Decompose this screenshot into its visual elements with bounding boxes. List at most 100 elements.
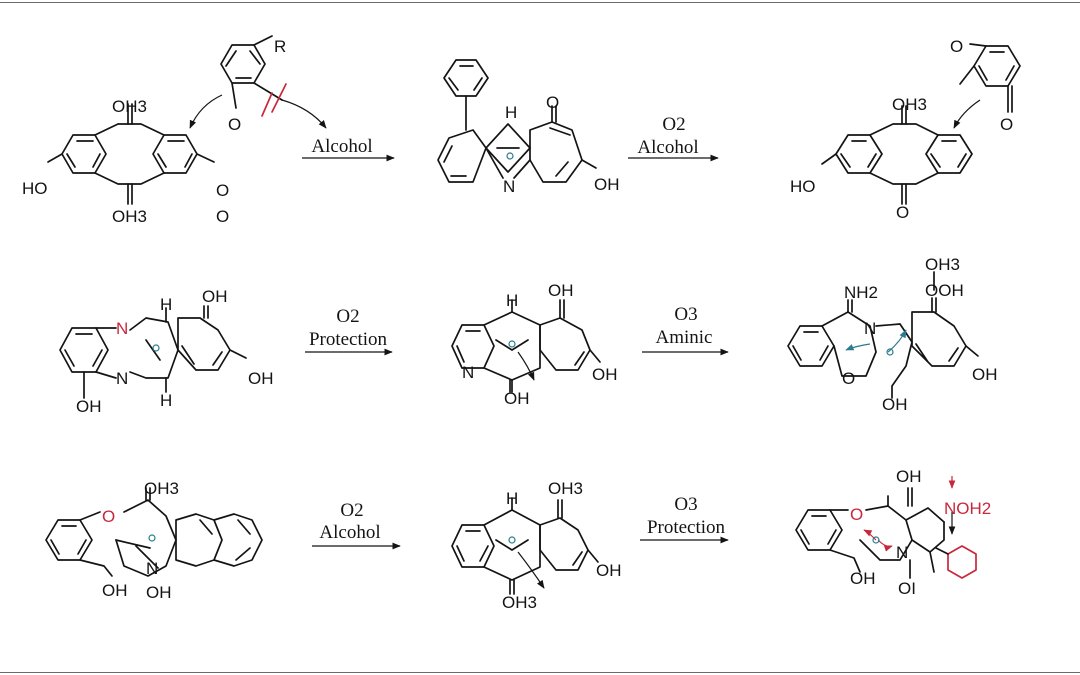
bond-ring	[483, 311, 541, 381]
atom-label: OH	[504, 389, 530, 408]
bond	[581, 159, 597, 169]
bond-ring	[220, 44, 266, 84]
molecule-r3-3	[795, 476, 977, 579]
cyclohexyl-ring	[947, 545, 977, 579]
atom-label: N	[116, 319, 128, 338]
atom-label: O	[1000, 115, 1013, 134]
reagent-label: O3	[674, 494, 697, 515]
curved-arrow	[517, 351, 535, 381]
curved-arrow-red	[863, 529, 877, 541]
atom-label: H	[505, 103, 517, 122]
atom-label: H	[506, 291, 518, 310]
bond-ring	[529, 121, 583, 183]
bond	[959, 43, 1013, 113]
atom-label: O	[850, 505, 863, 524]
atom-label: OH	[76, 397, 102, 416]
bond-ring	[869, 123, 939, 185]
atom-label: O	[102, 507, 115, 526]
bond-ring	[833, 311, 877, 377]
bond-ring	[61, 134, 107, 174]
atom-label: O	[896, 203, 909, 222]
atom-label: OH3	[892, 95, 927, 114]
atom-label: O	[228, 115, 241, 134]
bond	[127, 103, 133, 205]
atom-label: OH3	[144, 479, 179, 498]
bond-ring	[973, 45, 1021, 87]
bond-ring	[451, 524, 495, 568]
bond-ring	[925, 134, 973, 174]
bond	[229, 349, 247, 359]
reagent-label: Aminic	[656, 327, 713, 348]
atom-label: O	[216, 207, 229, 226]
atom-label: OH	[596, 561, 622, 580]
atom-label: OH3	[548, 479, 583, 498]
atom-label: OH	[592, 365, 618, 384]
atom-label: OH	[972, 365, 998, 384]
curved-arrow	[281, 99, 327, 129]
bond-ring	[94, 123, 165, 185]
molecule-r1-1	[47, 35, 327, 205]
atom-label: OOH	[925, 281, 964, 300]
atom-label: O	[950, 37, 963, 56]
atom-label: OH3	[502, 593, 537, 612]
curved-arrow-teal	[845, 343, 871, 351]
reagent-label: Protection	[647, 517, 726, 538]
bond-ring	[451, 324, 495, 369]
atom-label: N	[896, 543, 908, 562]
top-border	[0, 2, 1080, 3]
atom-label: OH	[248, 369, 274, 388]
reagent-label: Alcohol	[637, 137, 698, 158]
molecule-r2-3	[787, 271, 979, 399]
curved-arrow-teal	[887, 329, 907, 353]
bond-ring	[795, 509, 843, 551]
atom-label: O	[216, 181, 229, 200]
bond-ring	[59, 327, 109, 373]
reagent-label: Alcohol	[319, 522, 380, 543]
atom-label: OH	[548, 281, 574, 300]
bond-ring	[485, 123, 531, 173]
atom-label: HO	[790, 177, 816, 196]
bottom-border	[0, 672, 1080, 673]
ring-center-mark	[508, 536, 516, 544]
bond	[935, 547, 949, 555]
ring-center-mark	[506, 152, 514, 160]
molecule-r3-1	[45, 487, 263, 577]
bond-ring	[177, 305, 231, 371]
bond-ring	[539, 299, 591, 371]
bond-ring	[115, 499, 177, 577]
atom-label: H	[160, 295, 172, 314]
bond-ring	[45, 519, 93, 561]
atom-label: R	[274, 37, 286, 56]
molecule-r2-1	[59, 305, 247, 399]
molecule-r1-3	[821, 43, 1021, 205]
atom-label: OH3	[112, 207, 147, 226]
bond-ring	[437, 129, 487, 183]
bond	[145, 487, 151, 501]
curved-arrow	[953, 99, 981, 129]
bond	[901, 105, 907, 205]
bond	[887, 487, 945, 523]
reagent-label: O2	[336, 306, 359, 327]
bond	[485, 147, 531, 179]
bond-ring	[129, 317, 179, 379]
atom-label: OH	[146, 583, 172, 602]
atom-label: OH	[896, 467, 922, 486]
atom-label: NH2	[844, 283, 878, 302]
ring-center-mark	[872, 536, 880, 544]
atom-label: OH3	[925, 255, 960, 274]
bond	[829, 509, 861, 573]
reagent-label: O2	[662, 114, 685, 135]
bond-ring	[911, 311, 967, 367]
bond	[821, 299, 853, 327]
bond	[875, 323, 913, 399]
molecule-r2-2	[451, 299, 601, 393]
atom-label: N	[462, 363, 474, 382]
bond	[115, 539, 159, 569]
atom-label: N	[146, 559, 158, 578]
molecule-r3-2	[451, 497, 599, 595]
atom-label: NOH2	[944, 499, 991, 518]
ring-center-mark	[152, 344, 160, 352]
bond	[253, 82, 283, 101]
